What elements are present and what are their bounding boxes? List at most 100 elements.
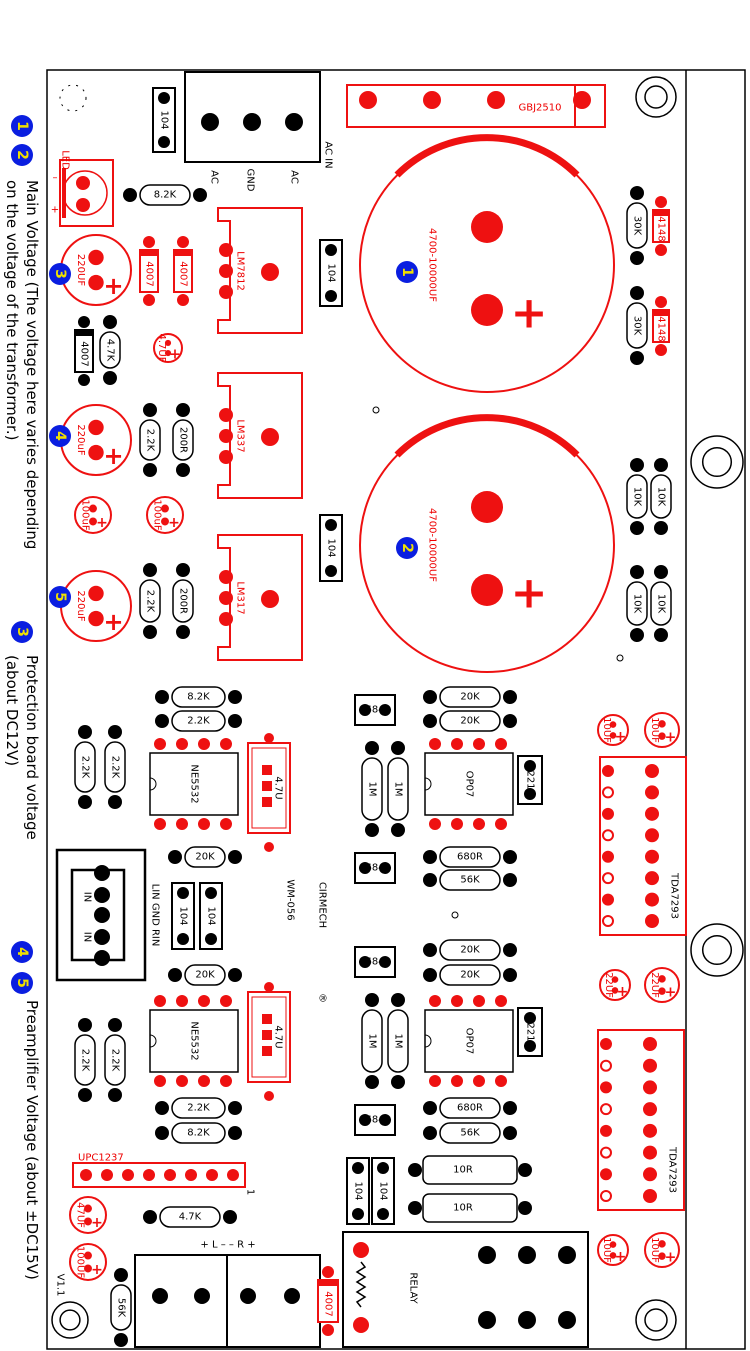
solder-pad (88, 274, 104, 291)
resistor: 680R (423, 846, 517, 868)
capacitor-box: 684 (354, 946, 396, 978)
solder-pad (518, 1246, 536, 1264)
part-label: 221 (525, 770, 536, 789)
capacitor-box: 684 (354, 852, 396, 884)
solder-pad (176, 403, 190, 417)
part-label: 100uF (151, 499, 162, 530)
via (372, 406, 380, 414)
solder-pad (654, 565, 668, 579)
capacitor-box: 221 (517, 755, 543, 805)
solder-pad (503, 714, 517, 728)
plus-icon: + (615, 729, 627, 745)
part-label: WM-056 (285, 879, 296, 920)
solder-pad (88, 249, 104, 266)
solder-pad (423, 714, 437, 728)
plus-icon: + (665, 1250, 677, 1266)
capacitor-box: 221 (517, 1007, 543, 1057)
solder-pad (609, 1252, 617, 1259)
solder-pad (643, 1058, 657, 1073)
part-label: V1.1 (55, 1274, 66, 1297)
resistor: 20K (423, 710, 517, 732)
solder-pad (359, 704, 371, 716)
solder-pad (198, 1075, 210, 1087)
part-label: 100UF (74, 1246, 85, 1278)
diode: 4148 (652, 196, 670, 256)
electrolytic-capacitor: 47UF+ (69, 1196, 107, 1234)
capacitor-box: 104 (371, 1157, 395, 1225)
part-label: 104 (378, 1181, 389, 1200)
solder-pad (155, 1126, 169, 1140)
solder-pad (108, 1088, 122, 1102)
solder-pad (658, 975, 666, 983)
marker-badge: 4 (49, 425, 71, 447)
resistor: 2.2K (104, 1018, 126, 1102)
resistor: 2.2K (104, 725, 126, 809)
solder-pad (176, 1075, 188, 1087)
plus-icon: + (511, 288, 548, 339)
solder-pad (285, 113, 303, 131)
part-label: 220uF (75, 590, 86, 621)
solder-pad (503, 850, 517, 864)
solder-pad (451, 1075, 463, 1087)
part-label: 47UF (74, 1202, 85, 1228)
solder-pad (220, 738, 232, 750)
part-label: 2.2K (145, 590, 156, 613)
solder-pad (219, 450, 233, 464)
solder-pad (518, 1201, 532, 1215)
solder-pad (103, 371, 117, 385)
solder-pad (471, 574, 503, 606)
solder-pad (155, 690, 169, 704)
plus-icon: + (665, 730, 677, 746)
electrolytic-capacitor: 10UF+ (597, 714, 629, 746)
solder-pad (473, 738, 485, 750)
ic-chip: NE5532 (149, 995, 239, 1087)
part-label: 10UF (649, 1237, 660, 1263)
part-label: 4.7K (179, 1212, 202, 1223)
solder-pad (503, 1126, 517, 1140)
solder-pad (154, 1075, 166, 1087)
solder-pad (611, 976, 619, 983)
solder-pad (658, 987, 666, 995)
solder-pad (84, 1217, 92, 1226)
solder-pad (602, 850, 614, 863)
part-label: 1M (393, 782, 404, 797)
solder-pad (391, 1075, 405, 1089)
solder-pad (429, 1075, 441, 1087)
part-label: 30K (632, 316, 643, 336)
solder-pad (88, 585, 104, 602)
solder-pad (227, 1169, 239, 1181)
capacitor-box: 104 (171, 882, 195, 950)
film-capacitor: 4.7U (247, 733, 291, 852)
solder-pad (503, 943, 517, 957)
solder-pad (176, 563, 190, 577)
solder-pad (429, 995, 441, 1007)
electrolytic-capacitor: 100UF+ (69, 1243, 107, 1281)
via (451, 911, 459, 919)
solder-pad (654, 458, 668, 472)
part-label: 4148 (656, 216, 667, 241)
resistor: 20K (423, 964, 517, 986)
solder-pad (352, 1162, 364, 1174)
solder-pad (80, 1169, 92, 1181)
solder-pad (655, 196, 667, 208)
part-label: 56K (116, 1298, 127, 1318)
solder-pad (609, 732, 617, 739)
ic-chip: OP07 (424, 995, 514, 1087)
solder-pad (228, 1126, 242, 1140)
solder-pad (645, 806, 659, 821)
solder-pad (94, 887, 110, 903)
solder-pad (78, 374, 90, 386)
part-label: 4.7K (105, 339, 116, 362)
part-label: 100uF (79, 499, 90, 530)
part-label: 20K (195, 852, 215, 863)
part-label: ® (317, 993, 328, 1003)
solder-pad (630, 521, 644, 535)
solder-pad (176, 818, 188, 830)
part-label: 4007 (323, 1291, 334, 1316)
solder-pad (154, 995, 166, 1007)
solder-pad (84, 1251, 92, 1260)
solder-pad (164, 349, 172, 357)
part-label: 104 (353, 1181, 364, 1200)
resistor: 4.7K (99, 315, 121, 385)
